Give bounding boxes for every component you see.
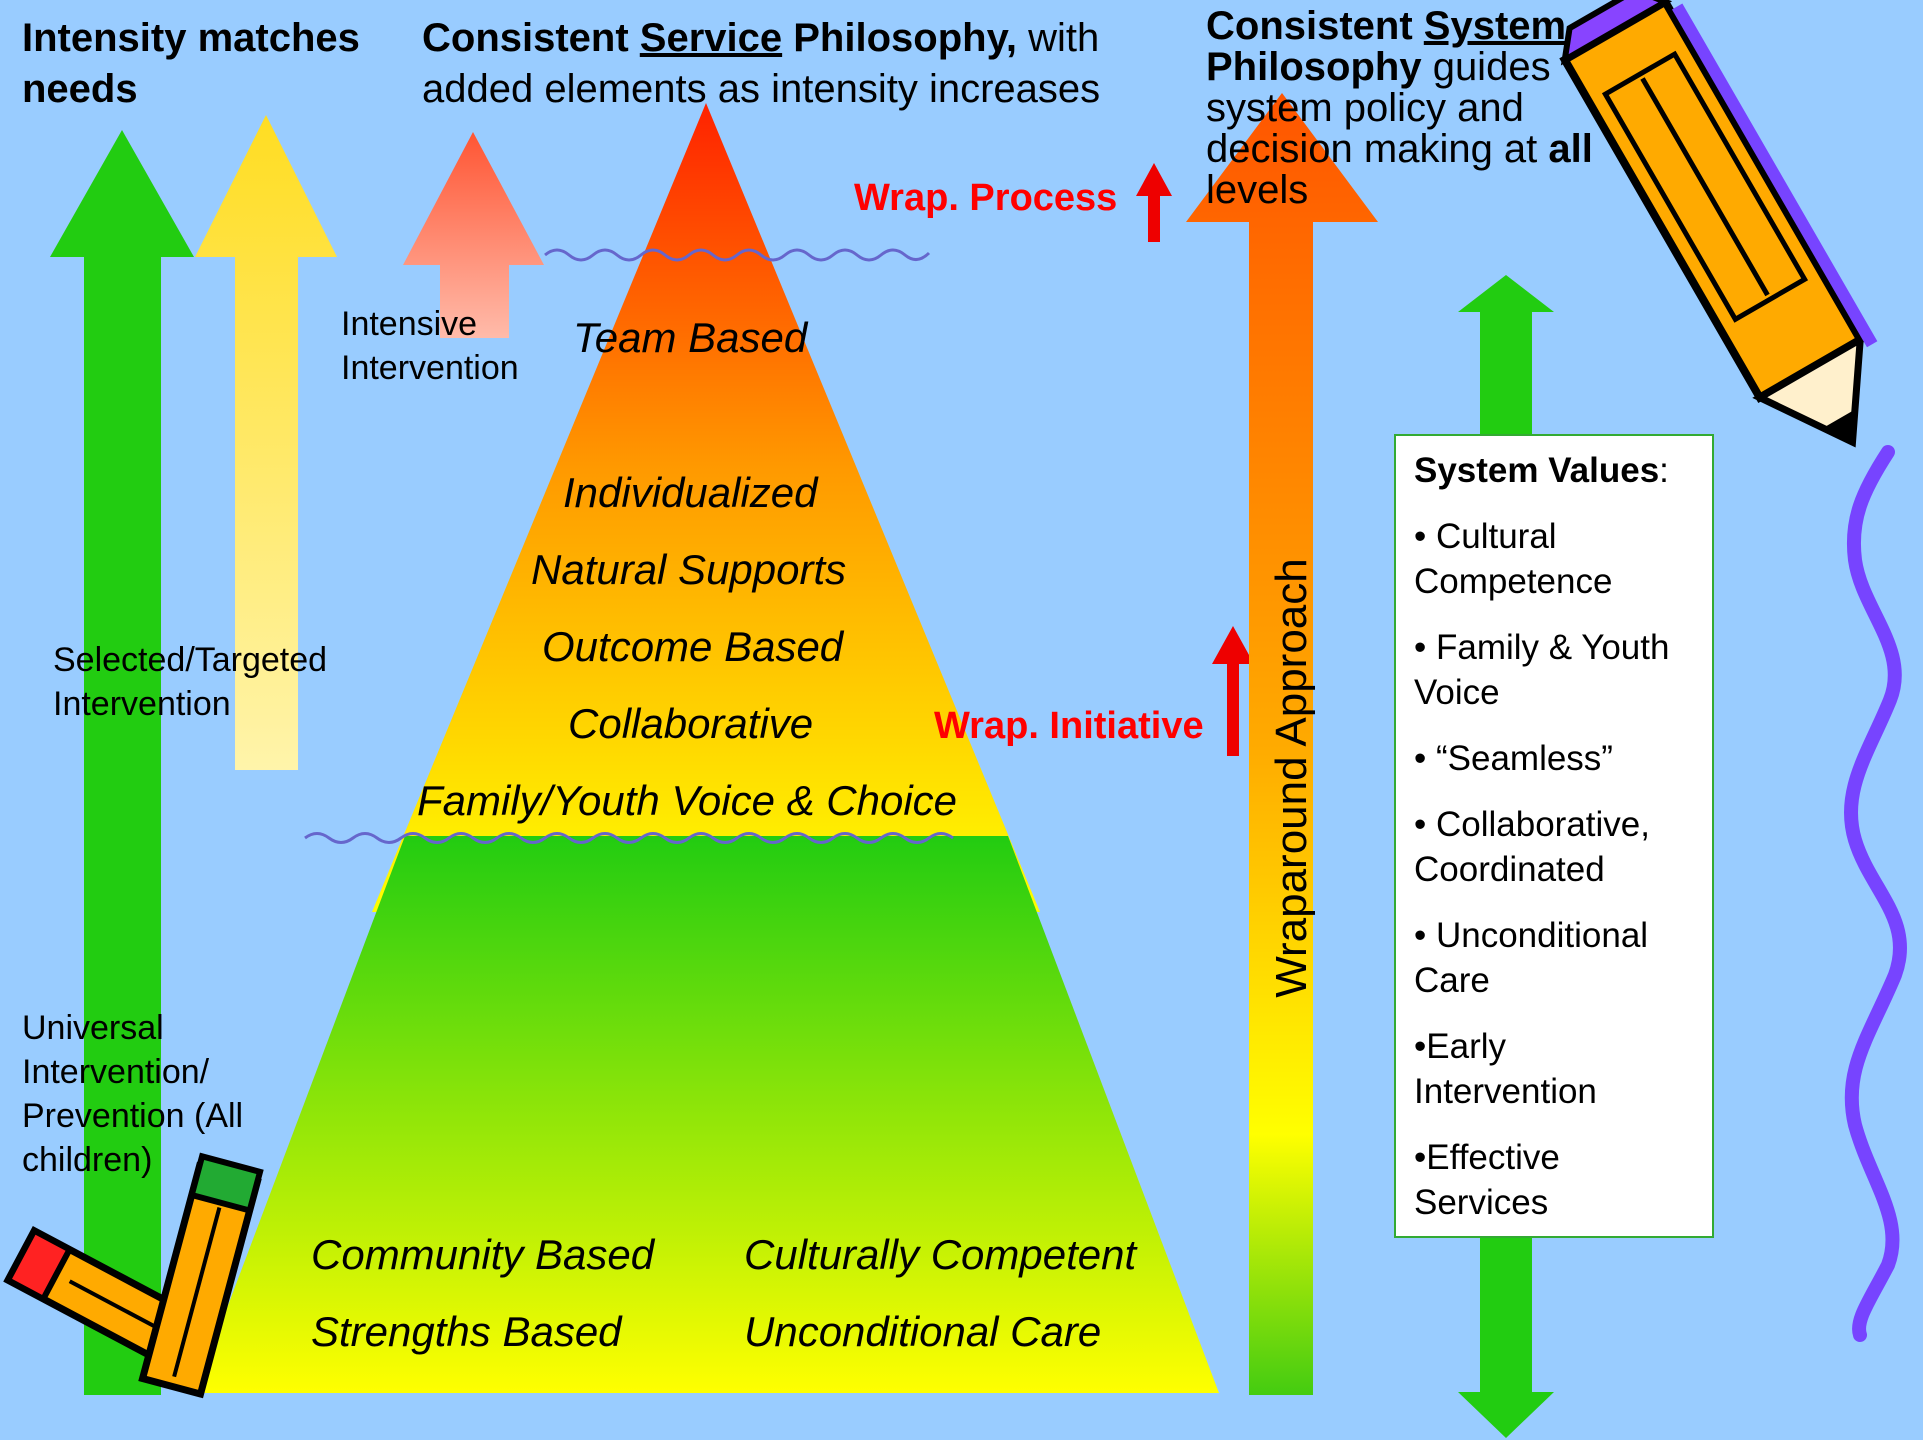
service-heading-underlined: Service [639,16,783,60]
intensity-heading-line1: Intensity matches [22,16,360,60]
system-values-title-text: System Values [1414,451,1660,490]
universal-arrow [50,130,194,1395]
system-values-arrow-down [1458,1230,1554,1438]
pyramid-top [372,103,1040,912]
unconditional-care-label: Unconditional Care [744,1308,1102,1355]
system-value-item: • “Seamless” [1414,739,1613,778]
natural-supports-label: Natural Supports [531,546,847,593]
system-value-item: • Collaborative, Coordinated [1414,805,1650,889]
pencil-icon [1559,0,1878,448]
wraparound-approach-label: Wraparound Approach [1267,558,1316,998]
service-heading-part1: Consistent [422,16,640,60]
family-voice-label: Family/Youth Voice & Choice [417,777,958,824]
intensive-arrow [403,132,544,338]
service-heading-part3: with [1016,16,1100,60]
system-heading-line3: system policy and [1206,86,1524,130]
system-value-item: • Family & Youth Voice [1414,628,1670,712]
intensive-intervention-label: Intensive Intervention [341,302,519,390]
system-value-item: • Cultural Competence [1414,517,1613,601]
service-philosophy-heading: Consistent Service Philosophy, with adde… [422,13,1100,115]
system-heading-part1: Consistent [1206,4,1424,48]
strengths-based-label: Strengths Based [311,1308,622,1355]
system-heading-part3: guides [1421,45,1551,89]
outcome-based-label: Outcome Based [542,623,844,670]
wrap-process-label: Wrap. Process [854,177,1118,219]
team-based-label: Team Based [573,314,808,361]
service-heading-part2: Philosophy, [782,16,1017,60]
collaborative-label: Collaborative [568,700,814,747]
system-values-colon: : [1659,451,1669,490]
universal-label-line1: Universal [22,1009,164,1047]
system-heading-all: all [1548,127,1593,171]
universal-label-line4: children) [22,1141,153,1179]
intensity-heading-line2: needs [22,67,138,111]
wrap-process-arrow [1136,163,1172,242]
system-values-box: System Values: • Cultural Competence • F… [1394,434,1714,1238]
universal-label-line2: Intervention/ [22,1053,210,1091]
system-value-item: •Effective Services [1414,1138,1560,1222]
intensive-label-line1: Intensive [341,305,478,343]
intensity-heading: Intensity matches needs [22,13,360,115]
wrap-initiative-arrow [1212,626,1254,756]
wavy-line-bottom [304,832,954,844]
service-heading-line2: added elements as intensity increases [422,67,1101,111]
intensive-label-line2: Intervention [341,349,519,387]
pyramid-bottom [195,836,1219,1393]
system-values-arrow-up [1458,275,1554,440]
pencils-icon [3,1152,264,1399]
selected-label-line1: Selected/Targeted [53,641,328,679]
universal-intervention-label: Universal Intervention/ Prevention (All … [22,1006,243,1182]
wavy-line-top [544,248,931,262]
culturally-competent-label: Culturally Competent [744,1231,1137,1278]
community-based-label: Community Based [311,1231,655,1278]
system-heading-line5: levels [1206,168,1309,212]
selected-arrow [195,115,337,770]
selected-label-line2: Intervention [53,685,231,723]
selected-intervention-label: Selected/Targeted Intervention [53,638,327,726]
system-heading-underlined: System [1423,4,1567,48]
system-values-title: System Values: [1414,448,1694,493]
system-value-item: • Unconditional Care [1414,916,1649,1000]
system-value-item: •Early Intervention [1414,1027,1597,1111]
wrap-initiative-label: Wrap. Initiative [934,705,1204,747]
system-philosophy-heading: Consistent System Philosophy guides syst… [1206,6,1593,211]
wraparound-arrow [1186,93,1378,1395]
system-heading-part2: Philosophy [1206,45,1422,89]
universal-label-line3: Prevention (All [22,1097,244,1135]
individualized-label: Individualized [563,469,818,516]
system-heading-line4: decision making at [1206,127,1549,171]
squiggle-line [1844,445,1907,1342]
